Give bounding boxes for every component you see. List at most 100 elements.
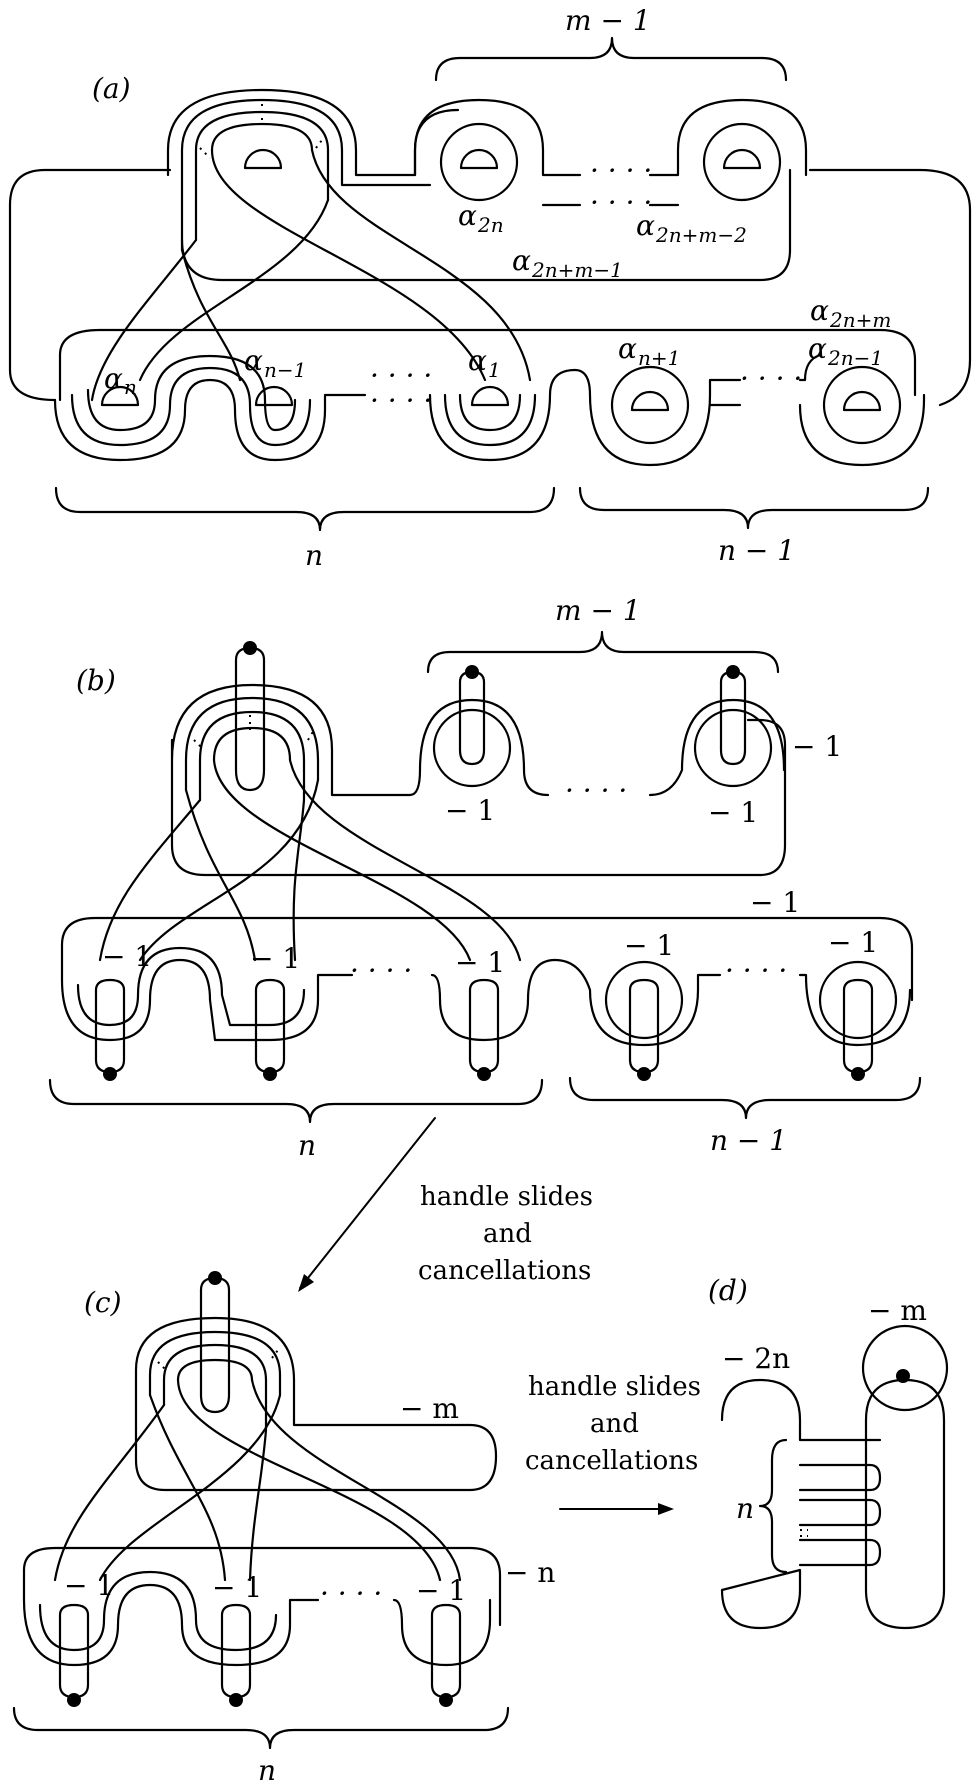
dotted-handle-top (234, 646, 266, 792)
b-bh-5-outer (798, 973, 912, 1047)
c-top-loop (199, 1276, 231, 1414)
alpha1-inner (458, 393, 522, 432)
b-framing-top-1: − 1 (445, 794, 495, 827)
c-bh-1-dot (67, 1693, 81, 1707)
b-handle-2-outer (648, 698, 786, 797)
alpha-2n1-sub: 2n−1 (827, 346, 883, 370)
b-top-arch-4 (212, 726, 292, 762)
curve-an (90, 238, 198, 402)
dots-a-top-2: · · · · (590, 186, 652, 219)
b-curve-4 (288, 758, 522, 962)
top-handle-arch-4 (210, 122, 314, 152)
alpha2nm2-circle (702, 122, 782, 202)
panel-c: (c) − m − n · · · · − 1 − 1 − 1 n (12, 1271, 555, 1786)
top-handle-arch-2 (180, 98, 432, 252)
b-bh-4 (628, 978, 660, 1074)
b-framing-bottom-5: − 1 (828, 926, 878, 959)
c-long-rect (22, 1546, 502, 1627)
c-crossing-dots (157, 1349, 279, 1371)
curve-cross (138, 198, 330, 382)
panel-c-label: (c) (84, 1286, 122, 1319)
d-framing-2n: − 2n (722, 1342, 790, 1375)
d-finger-1 (798, 1463, 882, 1492)
curve-long-rect (58, 328, 917, 402)
alpha-2nm1-sub: 2n+m−1 (531, 258, 623, 282)
alpha2n-semicircle (459, 148, 499, 170)
c-dots: · · · · (320, 1577, 382, 1610)
b-bh-1 (94, 978, 126, 1074)
panel-d: (d) − m − 2n n (708, 1274, 949, 1630)
b-bh-5-circle (818, 960, 898, 1040)
arrow-c-to-d: handle slides and cancellations (525, 1372, 701, 1515)
outer-loop-a (8, 168, 172, 402)
outer-loop-a-right (808, 168, 972, 407)
b-bh-4-dot (637, 1067, 651, 1081)
alpha-2nm: α (810, 294, 829, 327)
alpha-np1-outer (573, 368, 742, 467)
alpha-2nm2: α (636, 209, 655, 242)
alpha-1-sub: 1 (488, 358, 501, 382)
alpha-np1-semicircle (630, 390, 670, 412)
alpha-2nm2-sub: 2n+m−2 (655, 223, 747, 247)
alpha2nm2-semicircle (722, 148, 762, 170)
alpha-2n1-semicircle (842, 390, 882, 412)
alpha-n1: α (244, 344, 263, 377)
b-top-arch-1 (170, 683, 412, 797)
brace-a-top (434, 36, 788, 82)
b-framing-top-right: − 1 (792, 730, 842, 763)
alpha2n-outer-arc (413, 98, 582, 177)
c-curve-5 (98, 1393, 282, 1582)
b-inner-rect (170, 718, 787, 877)
arrow-1-line2: and (483, 1219, 532, 1249)
alpha-n-semicircle (100, 385, 140, 407)
b-long-rect (60, 916, 914, 1002)
d-brace-label: n (736, 1492, 754, 1525)
brace-c-bottom (12, 1706, 510, 1750)
c-bottom-strand-2 (38, 1570, 278, 1652)
arrow-1-line (299, 1117, 436, 1289)
b-bh-4-circle (604, 960, 684, 1040)
alpha-2n1: α (808, 332, 827, 365)
d-left-loop (720, 1378, 882, 1630)
brace-b-right (568, 1076, 922, 1120)
brace-b-top (426, 630, 780, 674)
d-meridian-circle (861, 1324, 949, 1412)
dots-a-bottom-right-1: · · · · (740, 362, 802, 395)
c-curve-1 (53, 1403, 166, 1582)
b-curve-2 (184, 788, 257, 962)
b-bh-4-outer (553, 958, 722, 1047)
b-handle-2-loop (719, 670, 747, 766)
alpha2n-semicircle-left (243, 148, 283, 170)
b-framing-top-2: − 1 (708, 796, 758, 829)
alpha-2nm-sub: 2n+m (829, 308, 891, 332)
b-handle-1-loop (458, 670, 486, 766)
c-framing-bottom-2: − 1 (212, 1571, 262, 1604)
b-bh-3 (468, 978, 500, 1074)
c-framing-bottom-3: − 1 (416, 1574, 466, 1607)
bottom-outer-strand (53, 378, 367, 462)
alpha-2n1-outer (798, 353, 926, 467)
alpha-2nm1: α (512, 244, 531, 277)
b-framing-bottom-4: − 1 (624, 929, 674, 962)
arrow-2-head (658, 1503, 674, 1515)
d-framing-m: − m (868, 1294, 927, 1327)
b-bottom-strand-2 (76, 946, 306, 1027)
alpha-np1-circle (610, 365, 690, 445)
alpha-n1-sub: n−1 (264, 358, 306, 382)
alpha1-outer (428, 368, 577, 462)
b-bottom-strand-1 (60, 958, 354, 1042)
b-bh-2-dot (263, 1067, 277, 1081)
c-bh-1 (58, 1603, 90, 1699)
alpha-np1-sub: n+1 (638, 346, 680, 370)
c-bottom-strand-3 (392, 1598, 492, 1667)
alpha-2n1-circle (822, 365, 902, 445)
b-curve-3 (212, 758, 472, 962)
alpha-n: α (104, 362, 123, 395)
d-right-loop (864, 1378, 946, 1630)
brace-a-left (54, 486, 556, 532)
d-finger-2 (798, 1498, 882, 1527)
alpha-n1-semicircle (254, 385, 294, 407)
b-bh-1-dot (103, 1067, 117, 1081)
c-curve-6 (248, 1378, 268, 1582)
